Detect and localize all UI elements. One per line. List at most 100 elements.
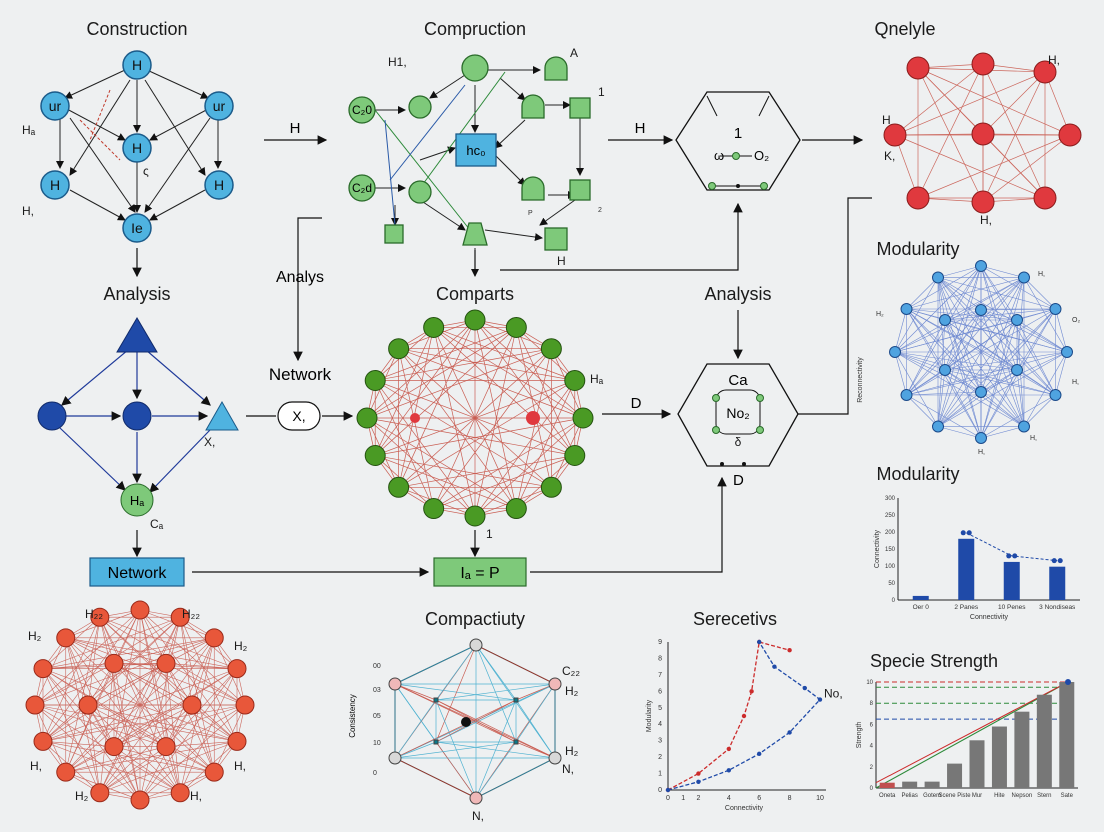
quelyle-node bbox=[883, 123, 907, 147]
serecetivs-xtick: 8 bbox=[788, 795, 792, 802]
quelyle-node bbox=[906, 56, 930, 80]
specie-xtick: Nepson bbox=[1012, 793, 1033, 799]
specie-xtick: Gotem bbox=[923, 793, 941, 799]
modbar-bar bbox=[912, 595, 929, 600]
label-ur-right: ur bbox=[213, 98, 226, 114]
comparts-node bbox=[564, 445, 586, 467]
serecetivs-ytick: 7 bbox=[658, 672, 662, 679]
specie-ytick: 10 bbox=[866, 680, 873, 686]
compactiuty-node bbox=[469, 791, 483, 805]
bottom-left-node bbox=[235, 695, 255, 715]
network-box-label: Network bbox=[108, 565, 168, 582]
quelyle-node bbox=[1033, 60, 1057, 84]
modbar-ytick: 150 bbox=[885, 547, 896, 553]
modbar-xtick: 10 Penes bbox=[998, 604, 1026, 611]
specie-trend bbox=[875, 681, 1069, 784]
serecetivs-xlabel: Connectivity bbox=[725, 805, 764, 812]
hexagon-analysis bbox=[677, 363, 799, 467]
bottom-left-node bbox=[104, 737, 124, 757]
node-square-2 bbox=[569, 179, 591, 201]
label-2: 2 bbox=[598, 207, 602, 214]
analysis-label-ha: Hₐ bbox=[130, 493, 144, 508]
quelyle-node bbox=[971, 190, 995, 214]
modularity-network-panel: Modularity H, H₂ O₂ H, H, H, Reconnectiv… bbox=[857, 239, 1080, 456]
cp-tick-2: 05 bbox=[373, 713, 381, 720]
bottom-left-node bbox=[156, 737, 176, 757]
hex-label-delta: δ bbox=[735, 435, 742, 449]
serecetivs-ytick: 4 bbox=[658, 721, 662, 728]
specie-xtick: Stern bbox=[1037, 793, 1051, 799]
label-h-top: H bbox=[132, 57, 142, 73]
bottom-left-node bbox=[33, 659, 53, 679]
bl-label-6: H₂ bbox=[75, 789, 89, 803]
cp-tick-3: 10 bbox=[373, 740, 381, 747]
specie-ytick: 0 bbox=[870, 786, 874, 792]
label-h-left: H bbox=[50, 177, 60, 193]
quelyle-node bbox=[1033, 186, 1057, 210]
node-ur-left bbox=[40, 91, 70, 121]
comparts-panel: Comparts Hₐ 1 bbox=[356, 250, 604, 558]
serecetivs-point bbox=[787, 648, 792, 653]
modbar-bar bbox=[1003, 561, 1020, 600]
modularity-node bbox=[889, 346, 901, 358]
mod-label-h5: H, bbox=[978, 449, 985, 456]
serecetivs-xtick: 4 bbox=[727, 795, 731, 802]
serecetivs-xtick: 2 bbox=[696, 795, 700, 802]
compactiuty-inner-node bbox=[513, 697, 519, 703]
label-h-right: H bbox=[214, 177, 224, 193]
compruction-panel: Compruction bbox=[348, 19, 605, 277]
comparts-node bbox=[464, 505, 486, 527]
modbar-ytick: 300 bbox=[885, 496, 896, 502]
node-trapezoid bbox=[462, 222, 488, 246]
label-ie-bottom: Ie bbox=[131, 220, 143, 236]
mod-label-h2: H₂ bbox=[876, 311, 884, 318]
serecetivs-annotation: No, bbox=[824, 687, 843, 701]
modularity-node bbox=[1011, 314, 1023, 326]
specie-bar bbox=[991, 726, 1007, 788]
cp-label-n2: N, bbox=[472, 809, 484, 823]
bottom-left-node bbox=[25, 695, 45, 715]
network-box bbox=[89, 557, 185, 587]
specie-trend bbox=[875, 681, 1069, 789]
comparts-node bbox=[423, 498, 445, 520]
modularity-node bbox=[1018, 271, 1030, 284]
label-1: 1 bbox=[598, 85, 605, 99]
modularity-node bbox=[1011, 364, 1023, 376]
analysis-label-ca: Cₐ bbox=[150, 517, 164, 531]
comparts-node bbox=[388, 338, 410, 360]
bottom-left-node bbox=[170, 607, 190, 627]
specie-xtick: Pelias bbox=[901, 793, 917, 799]
node-square-3 bbox=[384, 224, 404, 244]
comparts-node bbox=[540, 476, 562, 498]
serecetivs-ytick: 9 bbox=[658, 639, 662, 646]
cp-label-h2: H₂ bbox=[565, 744, 579, 758]
label-a: A bbox=[570, 46, 578, 60]
serecetivs-ytick: 2 bbox=[658, 754, 662, 761]
serecetivs-ytick: 1 bbox=[658, 771, 662, 778]
compactiuty-inner-node bbox=[433, 739, 439, 745]
bottom-left-node bbox=[156, 653, 176, 673]
node-arch-a bbox=[544, 56, 568, 81]
specie-bar bbox=[947, 763, 963, 788]
node-h-left bbox=[40, 170, 70, 200]
construction-title: Construction bbox=[86, 19, 187, 39]
modbar-xlabel: Connectivity bbox=[970, 614, 1009, 621]
bottom-left-node bbox=[78, 695, 98, 715]
serecetivs-ylabel: Modularity bbox=[646, 699, 653, 732]
specie-xtick: Oneta bbox=[879, 793, 896, 799]
analysis-left-panel: Analysis X, Hₐ Cₐ bbox=[37, 284, 239, 558]
compactiuty-node bbox=[388, 751, 402, 765]
comparts-node bbox=[572, 407, 594, 429]
comparts-node bbox=[364, 369, 386, 391]
x-pill-label: X, bbox=[292, 408, 305, 424]
node-green-a bbox=[408, 95, 432, 119]
modbar-dot bbox=[1051, 558, 1057, 564]
modularity-node bbox=[1061, 346, 1073, 358]
cp-label-c: C₂₂ bbox=[562, 664, 580, 678]
hexagon-top bbox=[675, 91, 801, 191]
specie-ytick: 4 bbox=[870, 744, 874, 750]
modularity-bar-title: Modularity bbox=[876, 464, 959, 484]
